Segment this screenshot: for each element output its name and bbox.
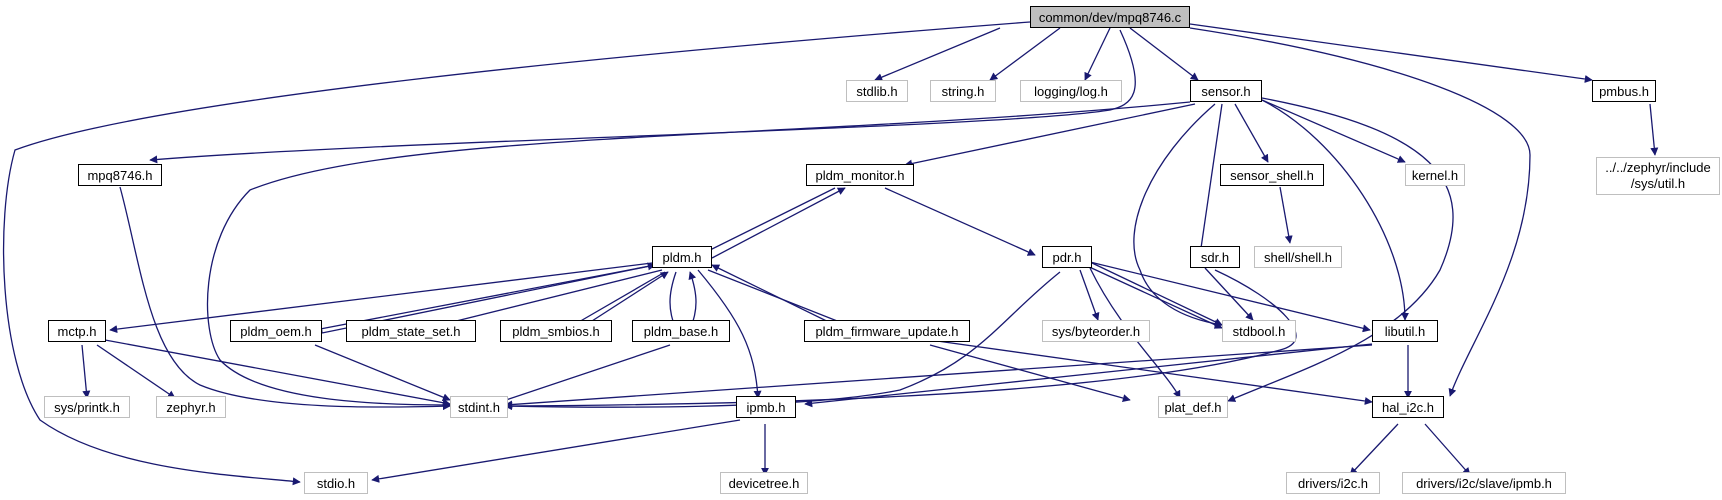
edge-pdr-libutil	[1089, 261, 1371, 333]
edge-pldm-base-stdint	[499, 344, 671, 404]
node-zephyr-h: zephyr.h	[156, 396, 226, 418]
node-zephyr-util-line2: /sys/util.h	[1630, 176, 1686, 191]
edge-pdr-stdbool-2	[1089, 261, 1223, 326]
node-sdr-h[interactable]: sdr.h	[1190, 246, 1240, 268]
node-mpq8746-c: common/dev/mpq8746.c	[1030, 6, 1190, 28]
edge-pdr-stdbool	[1084, 264, 1223, 329]
node-hal-i2c-h[interactable]: hal_i2c.h	[1372, 396, 1444, 418]
node-logging-log-h: logging/log.h	[1020, 80, 1122, 102]
edge-pldm-ipmb	[697, 269, 762, 399]
edge-hal-i2c-drivers-slave	[1424, 423, 1471, 476]
node-plat-def-h: plat_def.h	[1158, 396, 1228, 418]
node-stdint-h: stdint.h	[450, 396, 508, 418]
node-devicetree-h: devicetree.h	[720, 472, 808, 494]
edge-root-string	[989, 27, 1061, 81]
edge-sensor-stdbool	[1133, 103, 1223, 328]
edge-mctp-printk	[81, 344, 91, 399]
node-string-h: string.h	[930, 80, 996, 102]
edge-sensor-sensor-shell	[1234, 103, 1269, 163]
node-stdbool-h: stdbool.h	[1222, 320, 1296, 342]
edge-sdr-stdint	[504, 269, 1297, 410]
node-pldm-oem-h[interactable]: pldm_oem.h	[230, 320, 322, 342]
edge-root-stdio	[2, 21, 1031, 486]
edge-pldm-fw-hal-i2c	[929, 339, 1373, 405]
node-kernel-h: kernel.h	[1405, 164, 1465, 186]
edge-pldm-mctp	[109, 262, 653, 334]
node-zephyr-util-h: ../../zephyr/include /sys/util.h	[1596, 157, 1720, 195]
node-pmbus-h[interactable]: pmbus.h	[1592, 80, 1656, 102]
node-pdr-h[interactable]: pdr.h	[1042, 246, 1092, 268]
edge-root-mpq8746	[149, 29, 1136, 164]
edge-pldm-fw-plat-def	[929, 344, 1131, 402]
node-zephyr-util-line1: ../../zephyr/include	[1605, 160, 1711, 175]
node-mpq8746-h[interactable]: mpq8746.h	[78, 164, 162, 186]
node-mctp-h[interactable]: mctp.h	[48, 320, 106, 342]
node-drivers-i2c-h: drivers/i2c.h	[1286, 472, 1380, 494]
edge-pldm-monitor-pldm	[699, 187, 836, 256]
edge-mpq8746-stdint	[119, 186, 451, 411]
node-sys-byteorder-h: sys/byteorder.h	[1042, 320, 1150, 342]
edge-root-sensor	[1129, 27, 1199, 81]
edge-sensor-shell-shell	[1279, 186, 1293, 244]
node-ipmb-h[interactable]: ipmb.h	[736, 396, 796, 418]
edge-pdr-stdint	[504, 271, 1061, 411]
edge-sensor-pldm-monitor	[904, 103, 1196, 168]
edge-root-hal-i2c	[1189, 27, 1531, 397]
edge-root-logging	[1084, 27, 1111, 81]
edge-ipmb-stdio	[371, 419, 741, 483]
edge-sensor-libutil	[1261, 99, 1409, 321]
edge-root-pmbus	[1189, 23, 1593, 83]
node-pldm-monitor-h[interactable]: pldm_monitor.h	[806, 164, 914, 186]
edge-libutil-stdint	[504, 344, 1373, 409]
node-pldm-state-set-h[interactable]: pldm_state_set.h	[346, 320, 476, 342]
edge-pdr-byteorder	[1079, 269, 1100, 321]
node-drivers-i2c-slave-ipmb-h: drivers/i2c/slave/ipmb.h	[1402, 472, 1566, 494]
edge-sensor-kernel	[1261, 99, 1406, 163]
node-stdlib-h: stdlib.h	[846, 80, 908, 102]
edge-sdr-stdbool	[1204, 267, 1254, 321]
edge-sensor-stdint	[206, 101, 1191, 409]
edge-sensor-plat-def	[1227, 97, 1454, 402]
node-shell-shell-h: shell/shell.h	[1254, 246, 1342, 268]
edge-mctp-stdint	[104, 339, 451, 407]
edge-pldm-oem-stdint	[314, 344, 451, 401]
node-pldm-firmware-update-h[interactable]: pldm_firmware_update.h	[804, 320, 970, 342]
node-stdio-h: stdio.h	[304, 472, 368, 494]
edge-pmbus-zephyr-util	[1649, 103, 1659, 156]
node-sensor-h[interactable]: sensor.h	[1190, 80, 1262, 102]
edge-pdr-plat-def	[1089, 267, 1181, 399]
node-sys-printk-h: sys/printk.h	[44, 396, 130, 418]
node-libutil-h[interactable]: libutil.h	[1372, 320, 1438, 342]
edge-pldm-fw-pldm	[711, 264, 846, 331]
edge-pldm-pldm-oem	[314, 264, 656, 333]
edge-pldm-monitor-pdr	[884, 187, 1036, 256]
node-pldm-smbios-h[interactable]: pldm_smbios.h	[500, 320, 612, 342]
edge-libutil-ipmb	[804, 343, 1373, 408]
edge-hal-i2c-drivers-i2c	[1349, 423, 1399, 476]
node-pldm-base-h[interactable]: pldm_base.h	[632, 320, 730, 342]
node-pldm-h[interactable]: pldm.h	[652, 246, 712, 268]
edge-mctp-zephyr	[96, 344, 176, 399]
node-sensor-shell-h[interactable]: sensor_shell.h	[1220, 164, 1324, 186]
edge-pldm-pldm-monitor	[711, 187, 846, 259]
edge-root-stdlib	[874, 27, 1001, 81]
edge-sensor-sdr	[1197, 103, 1223, 256]
